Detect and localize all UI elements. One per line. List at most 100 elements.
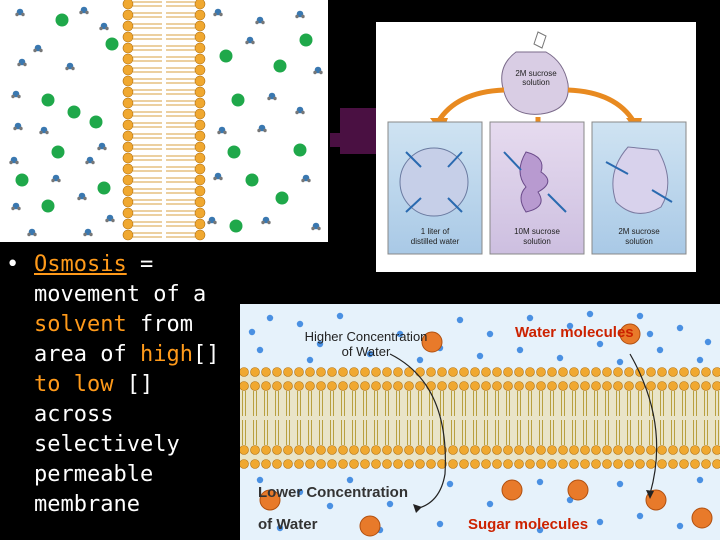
phospholipid-head (481, 367, 491, 377)
solute-molecule (89, 115, 103, 129)
solute-molecule (219, 49, 233, 63)
water-molecule (436, 520, 444, 528)
sucrose-beaker-panel: 2M sucrose solution 1 liter of (376, 22, 696, 272)
sugar-molecule (501, 479, 523, 501)
water-arrow (503, 151, 522, 171)
phospholipid-head (459, 459, 469, 469)
solute-molecule (293, 143, 307, 157)
water-hydrogen (23, 62, 27, 67)
sugar-molecule (421, 331, 443, 353)
phospholipid-head (580, 367, 590, 377)
sucrose-diagram: 2M sucrose solution 1 liter of (387, 31, 687, 255)
sugar-molecule (259, 489, 281, 511)
water-hydrogen (273, 96, 277, 101)
phospholipid-head (624, 459, 634, 469)
phospholipid-head (194, 185, 206, 197)
water-hydrogen (301, 14, 305, 19)
top-sucrose-bag (501, 51, 569, 115)
water-hydrogen (263, 128, 267, 133)
water-hydrogen (33, 232, 37, 237)
of-water-bottom-label: of Water (258, 516, 318, 533)
water-hydrogen (19, 126, 23, 131)
phospholipid-head (514, 459, 524, 469)
water-molecule (346, 476, 354, 484)
top-bag-label-2: solution (522, 78, 550, 87)
phospholipid-head (316, 445, 326, 455)
water-path-arrowhead (413, 504, 422, 513)
water-hydrogen (251, 40, 255, 45)
phospholipid-head (613, 381, 623, 391)
phospholipid-head (122, 64, 134, 76)
water-hydrogen (311, 226, 315, 231)
phospholipid-head (349, 367, 359, 377)
water-hydrogen (105, 218, 109, 223)
phospholipid-head (437, 459, 447, 469)
water-hydrogen (111, 218, 115, 223)
sugar-molecule (619, 323, 641, 345)
phospholipid-head (122, 75, 134, 87)
phospholipid-head (701, 381, 711, 391)
water-hydrogen (255, 20, 259, 25)
phospholipid-head (426, 445, 436, 455)
water-arrow (447, 151, 463, 168)
phospholipid-head (481, 459, 491, 469)
phospholipid-head (305, 367, 315, 377)
bilayer-diagram (240, 304, 720, 540)
phospholipid-head (646, 381, 656, 391)
phospholipid-head (349, 381, 359, 391)
water-molecule (326, 502, 334, 510)
water-hydrogen (15, 12, 19, 17)
water-molecule (266, 314, 274, 322)
water-hydrogen (83, 196, 87, 201)
phospholipid-head (122, 185, 134, 197)
water-molecule (676, 522, 684, 530)
water-molecule (596, 518, 604, 526)
water-molecule (556, 354, 564, 362)
phospholipid-head (305, 445, 315, 455)
phospholipid-head (426, 459, 436, 469)
phospholipid-head (701, 367, 711, 377)
phospholipid-head (470, 367, 480, 377)
phospholipid-head (360, 445, 370, 455)
phospholipid-head (305, 381, 315, 391)
solute-molecule (227, 145, 241, 159)
solute-molecule (67, 105, 81, 119)
water-molecule (476, 352, 484, 360)
phospholipid-head (635, 367, 645, 377)
definition-line: area of high[] (34, 340, 246, 370)
water-molecule (446, 480, 454, 488)
phospholipid-head (194, 130, 206, 142)
phospholipid-head (602, 367, 612, 377)
phospholipid-head (481, 381, 491, 391)
phospholipid-head (194, 229, 206, 241)
phospholipid-head (283, 381, 293, 391)
definition-line: across (34, 402, 114, 427)
phospholipid-head (613, 459, 623, 469)
phospholipid-head (635, 445, 645, 455)
phospholipid-head (393, 381, 403, 391)
phospholipid-head (690, 445, 700, 455)
membrane-diagram-panel (0, 0, 328, 242)
water-hydrogen (295, 14, 299, 19)
phospholipid-head (514, 367, 524, 377)
phospholipid-head (525, 381, 535, 391)
water-hydrogen (9, 160, 13, 165)
phospholipid-head (712, 367, 720, 377)
phospholipid-head (122, 97, 134, 109)
phospholipid-head (591, 459, 601, 469)
phospholipid-head (580, 459, 590, 469)
phospholipid-head (338, 445, 348, 455)
water-molecule (586, 310, 594, 318)
phospholipid-head (294, 459, 304, 469)
water-hydrogen (105, 26, 109, 31)
phospholipid-head (316, 367, 326, 377)
osmosis-heading-line: Osmosis = (34, 250, 246, 280)
phospholipid-head (558, 459, 568, 469)
water-molecule (296, 488, 304, 496)
phospholipid-head (382, 445, 392, 455)
phospholipid-head (591, 445, 601, 455)
beaker1-label-2: distilled water (411, 237, 460, 246)
water-hydrogen (301, 178, 305, 183)
phospholipid-head (250, 445, 260, 455)
phospholipid-head (272, 381, 282, 391)
